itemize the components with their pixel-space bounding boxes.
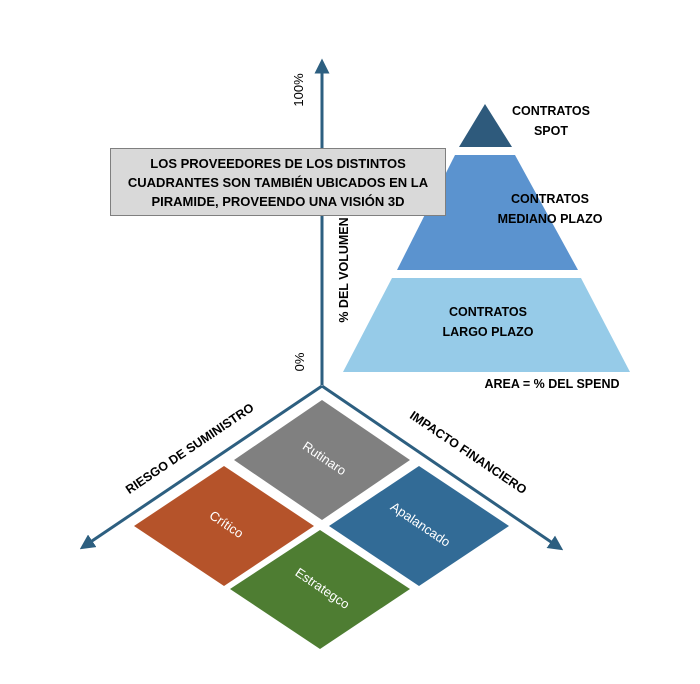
callout-line-2: CUADRANTES SON TAMBIÉN UBICADOS EN LA [127,174,429,190]
volume-zero-tick: 0% [292,352,307,371]
quadrant-critical [134,466,314,586]
quadrant-strategic [230,530,410,649]
pyramid-caption: AREA = % DEL SPEND [484,377,619,391]
quadrant-leverage [329,466,509,586]
pyramid-bottom-tier [343,278,630,372]
callout-line-1: LOS PROVEEDORES DE LOS DISTINTOS [150,155,406,171]
supply-risk-axis [79,384,323,550]
pyramid-top-label-line2: SPOT [534,124,568,138]
callout-line-3: PIRAMIDE, PROVEENDO UNA VISIÓN 3D [151,193,405,209]
pyramid-bottom-label-line1: CONTRATOS [449,305,527,319]
callout-box: LOS PROVEEDORES DE LOS DISTINTOS CUADRAN… [110,148,446,216]
volume-top-tick: 100% [291,73,306,107]
volume-axis-label: % DEL VOLUMEN [337,217,351,322]
quadrant-routine [234,400,410,520]
financial-impact-axis [321,384,564,551]
pyramid-top-tier [459,104,512,147]
pyramid-bottom-label-line2: LARGO PLAZO [443,325,534,339]
pyramid-top-label-line1: CONTRATOS [512,104,590,118]
pyramid-middle-label-line1: CONTRATOS [511,192,589,206]
pyramid-middle-label-line2: MEDIANO PLAZO [498,212,603,226]
